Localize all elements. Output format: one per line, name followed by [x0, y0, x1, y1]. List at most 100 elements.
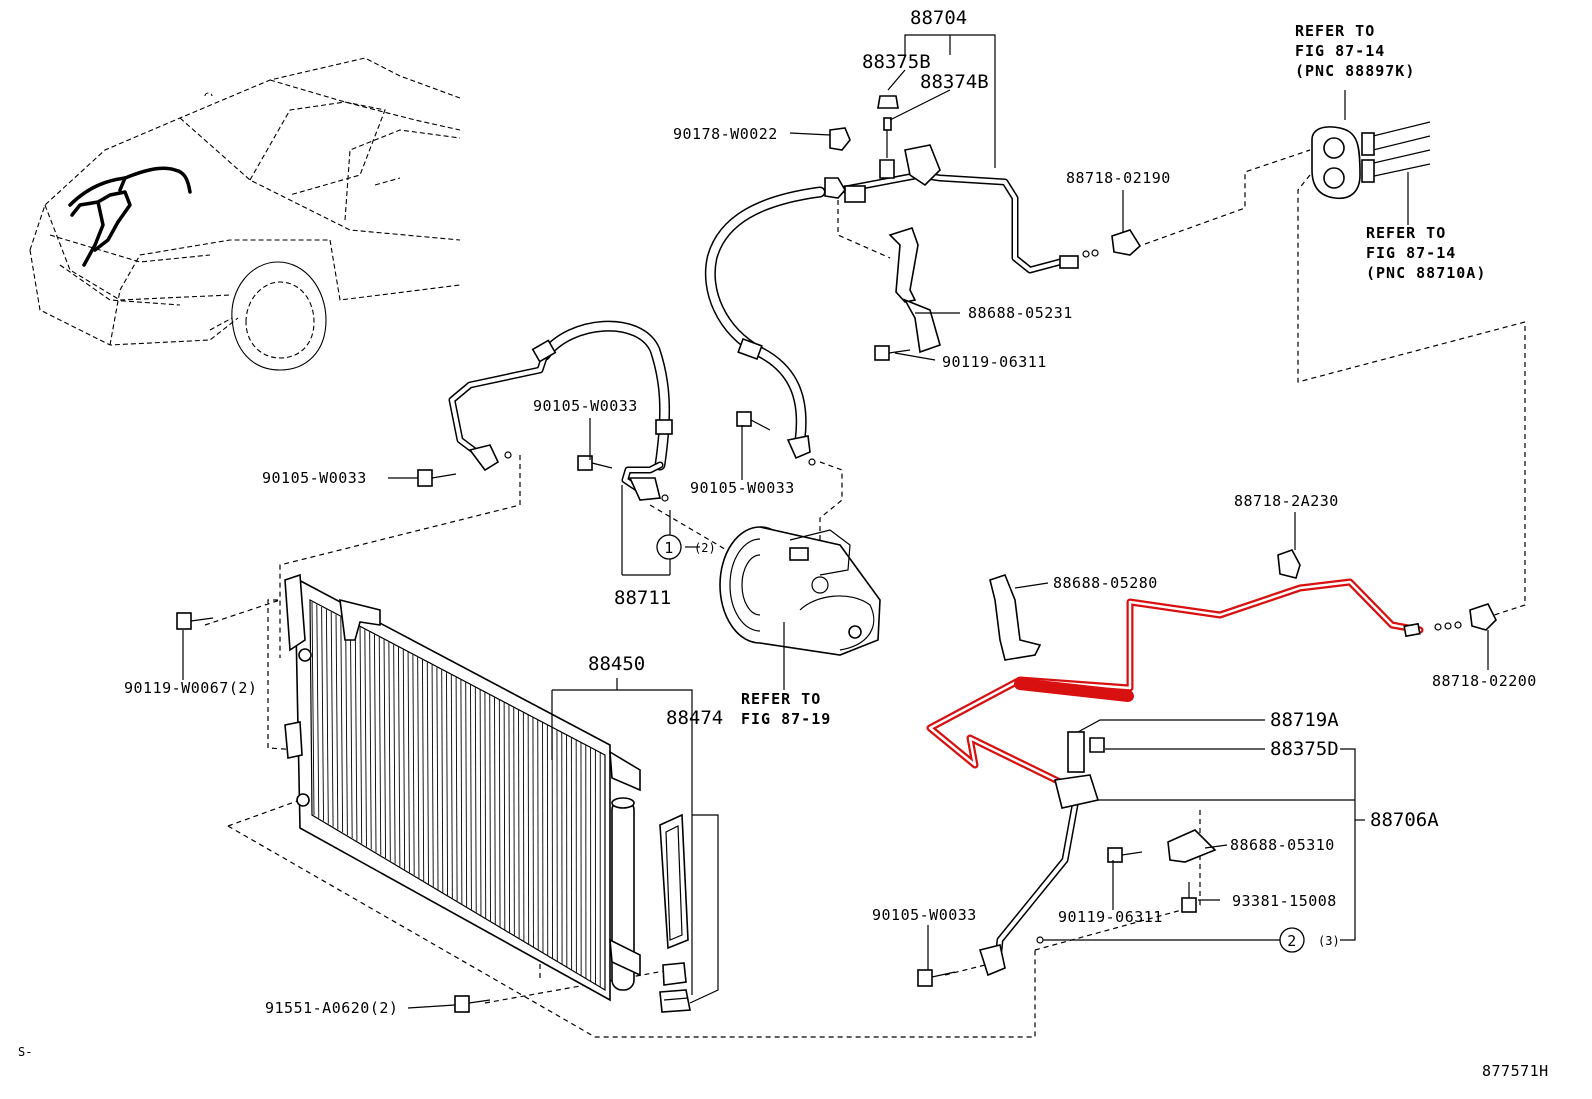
refer-right-line1: REFER TO — [1366, 224, 1446, 242]
condenser-fin — [325, 609, 329, 824]
circle-ref-2: 2 (3) — [1279, 927, 1340, 953]
pipe-88706a-lower — [978, 731, 1217, 977]
condenser-fin — [508, 704, 511, 933]
condenser-fin — [474, 687, 477, 913]
condenser-fin — [503, 702, 506, 930]
condenser-fin — [460, 679, 463, 904]
label-91551-a0620: 91551-A0620(2) — [265, 999, 398, 1017]
diagram-id: 877571H — [1482, 1062, 1549, 1080]
condenser-fin — [398, 647, 401, 867]
circle-2-number: 2 — [1287, 932, 1297, 950]
condenser-fins — [311, 601, 606, 990]
condenser-fin — [335, 614, 339, 830]
label-88706a: 88706A — [1370, 809, 1439, 831]
condenser-fin — [446, 672, 449, 896]
condenser-icon — [284, 573, 641, 1002]
refer-comp-line1: REFER TO — [741, 690, 821, 708]
condenser-fin — [316, 604, 320, 818]
fitting-88718-02190-icon — [1111, 229, 1142, 256]
condenser-fin — [378, 637, 382, 856]
condenser-fin — [417, 657, 420, 879]
refer-comp-line2: FIG 87-19 — [741, 710, 831, 728]
label-90119-06311-top: 90119-06311 — [942, 353, 1047, 371]
label-88375d: 88375D — [1270, 738, 1339, 760]
condenser-fin — [388, 642, 391, 861]
label-88688-05231: 88688-05231 — [968, 304, 1073, 322]
condenser-fin — [479, 689, 482, 916]
label-88718-2a230: 88718-2A230 — [1234, 492, 1339, 510]
condenser-fin — [470, 684, 472, 910]
condenser-fin — [364, 629, 367, 847]
condenser-fin — [393, 644, 396, 864]
refer-top-line1: REFER TO — [1295, 22, 1375, 40]
condenser-fin — [518, 709, 520, 939]
label-88688-05280: 88688-05280 — [1053, 574, 1158, 592]
circle-1-qty: (2) — [694, 541, 716, 555]
circle-ref-1: 1 (2) — [656, 534, 716, 560]
label-90105-w0033-bottom: 90105-W0033 — [872, 906, 977, 924]
bolt-icon — [1107, 847, 1143, 863]
label-90105-w0033-left: 90105-W0033 — [262, 469, 367, 487]
label-88718-02190: 88718-02190 — [1066, 169, 1171, 187]
footer-left-code: S- — [18, 1045, 32, 1059]
condenser-fin — [321, 607, 324, 821]
label-90105-w0033-mid: 90105-W0033 — [533, 397, 638, 415]
bracket-88688-05310-icon — [1167, 829, 1217, 863]
bolt-icon — [874, 345, 911, 361]
label-90119-06311-bottom: 90119-06311 — [1058, 908, 1163, 926]
condenser-fin — [369, 632, 372, 850]
condenser-fin — [407, 652, 410, 873]
condenser-fin — [412, 654, 415, 876]
condenser-fin — [359, 627, 363, 844]
label-88718-02200: 88718-02200 — [1432, 672, 1537, 690]
condenser-fin — [349, 622, 353, 838]
bolt-icon — [176, 612, 214, 630]
nut-90178-icon — [829, 127, 851, 151]
refer-right-line2: FIG 87-14 — [1366, 244, 1456, 262]
condenser-fin — [373, 634, 377, 853]
condenser-fin — [484, 692, 487, 919]
condenser-fin — [383, 639, 387, 859]
condenser-fin — [494, 697, 496, 925]
condenser-fin — [513, 707, 515, 936]
condenser-fin — [426, 662, 429, 884]
condenser-fin — [431, 664, 434, 887]
condenser-fin — [498, 699, 501, 927]
condenser-fin — [489, 694, 491, 922]
highlighted-pipe-88706a — [926, 578, 1424, 786]
condenser-fin — [330, 612, 334, 827]
label-88688-05310: 88688-05310 — [1230, 836, 1335, 854]
label-90178-w0022: 90178-W0022 — [673, 125, 778, 143]
bracket-88688-05280-icon — [989, 574, 1042, 661]
condenser-fin — [441, 669, 444, 893]
condenser-fin — [522, 712, 525, 942]
label-88474: 88474 — [666, 707, 723, 729]
dryer-88474-icon — [659, 813, 691, 1013]
condenser-fin — [527, 714, 530, 945]
condenser-fin — [311, 601, 315, 816]
vehicle-outline-icon — [29, 57, 461, 371]
leader-lines — [182, 34, 1489, 1009]
bolt-icon — [417, 469, 457, 487]
condenser-fin — [422, 659, 425, 881]
bolt-icon — [577, 455, 613, 471]
refer-to-notes: REFER TO FIG 87-14 (PNC 88897K) REFER TO… — [741, 22, 1486, 728]
label-88711: 88711 — [614, 587, 671, 609]
refer-right-line3: (PNC 88710A) — [1366, 264, 1486, 282]
fitting-88718-02200-icon — [1434, 603, 1497, 631]
condenser-fin — [402, 649, 406, 870]
condenser-fin — [450, 674, 453, 899]
condenser-fin — [436, 667, 439, 890]
condenser-fin — [465, 682, 468, 907]
label-88374b: 88374B — [920, 71, 989, 93]
condenser-fin — [354, 624, 358, 841]
label-88704: 88704 — [910, 7, 967, 29]
label-88719a: 88719A — [1270, 709, 1339, 731]
cap-88375b-icon — [877, 95, 899, 109]
clip-88718-2a230-icon — [1277, 549, 1301, 579]
part-labels: 88704 88375B 88374B 90178-W0022 88718-02… — [124, 7, 1537, 1017]
label-88450: 88450 — [588, 653, 645, 675]
condenser-fin — [340, 617, 344, 833]
circle-2-qty: (3) — [1318, 934, 1340, 948]
